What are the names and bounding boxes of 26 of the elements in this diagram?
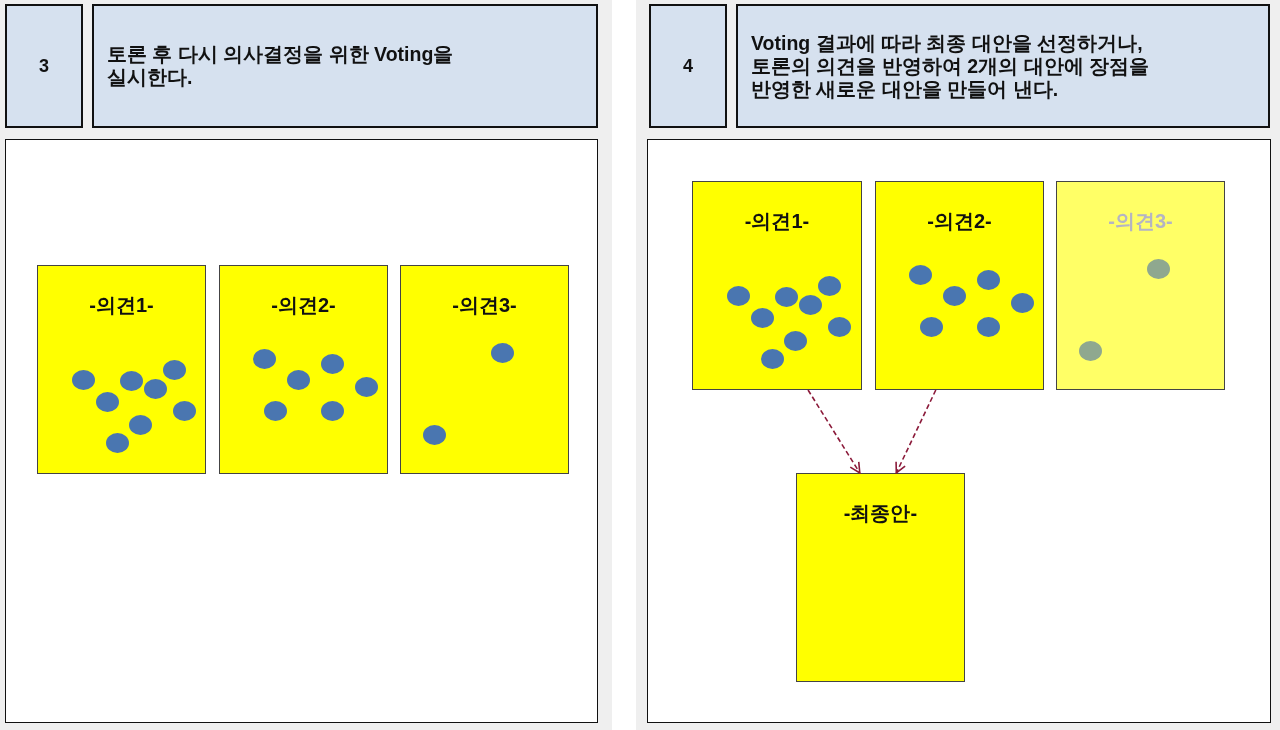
content-panel [5,139,598,723]
step-number-panel [5,4,83,128]
card-title: -의견3- [1108,209,1173,234]
opinion-card [1056,181,1225,390]
step-description-panel [736,4,1270,128]
card-title: -의견1- [89,293,154,318]
card-title: -의견2- [271,293,336,318]
card-title: -의견1- [744,209,810,234]
opinion-card [796,473,965,682]
opinion-card [875,181,1044,390]
dashed-arrow [807,389,861,474]
card-title: -의견3- [452,293,517,318]
step-description: Voting 결과에 따라 최종 대안을 선정하거나, 토론의 의견을 반영하여 2개의 대안에 장점을 반영한 새로운 대안을 만들어 낸다. [751,31,1150,101]
opinion-card [219,265,388,474]
step-number: 3 [39,55,49,77]
step-number: 4 [683,55,693,77]
opinion-card [400,265,569,474]
card-title: -최종안- [843,501,918,526]
opinion-card [692,181,862,390]
content-panel [647,139,1271,723]
dashed-arrow [895,389,937,474]
step-number-panel [649,4,727,128]
step-description-panel [92,4,598,128]
step-description: 토론 후 다시 의사결정을 위한 Voting을 실시한다. [107,43,455,89]
card-title: -의견2- [927,209,992,234]
opinion-card [37,265,206,474]
